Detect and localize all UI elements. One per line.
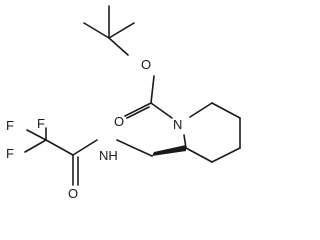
chemical-structure-diagram: O O N NH F F F O <box>6 5 241 201</box>
amide-oxygen-label: O <box>68 186 78 201</box>
stereo-wedge-bond <box>152 145 186 156</box>
ring-nitrogen-label: N <box>173 117 182 132</box>
fluorine-left-label: F <box>6 118 14 133</box>
carbamate-group <box>124 75 173 119</box>
carbonyl-oxygen-label: O <box>114 114 124 129</box>
amide-nh-label: NH <box>99 148 118 163</box>
trifluoroacetamide-group <box>24 127 98 186</box>
piperidine-ring <box>183 102 241 163</box>
carbamate-oxygen-label: O <box>141 57 151 72</box>
fluorine-top-label: F <box>37 116 45 131</box>
tert-butyl-group <box>83 5 135 56</box>
fluorine-bottom-label: F <box>6 146 14 161</box>
ch2-nh-bond <box>116 139 153 157</box>
atom-labels: O O N NH F F F O <box>6 57 182 201</box>
